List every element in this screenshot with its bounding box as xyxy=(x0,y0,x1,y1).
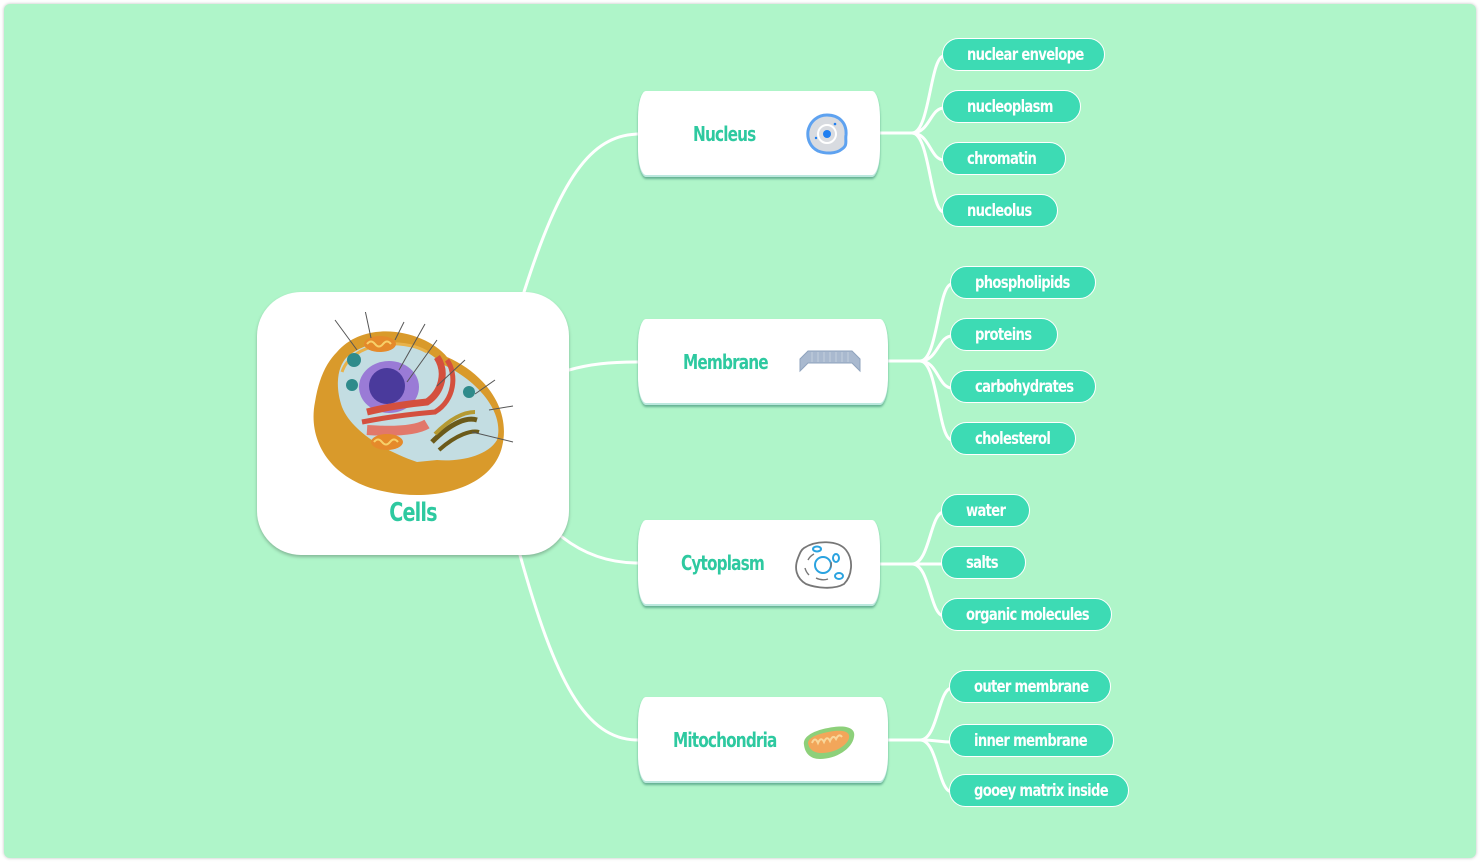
leaf-inner-membrane[interactable]: inner membrane xyxy=(949,724,1114,757)
leaf-label: carbohydrates xyxy=(975,377,1074,397)
leaf-salts[interactable]: salts xyxy=(941,546,1026,579)
leaf-nucleoplasm[interactable]: nucleoplasm xyxy=(942,90,1081,123)
leaf-phospholipids[interactable]: phospholipids xyxy=(950,266,1096,299)
leaf-proteins[interactable]: proteins xyxy=(950,318,1058,351)
leaf-organic-molecules[interactable]: organic molecules xyxy=(941,598,1112,631)
leaf-label: nucleolus xyxy=(967,201,1032,221)
animal-cell-illustration xyxy=(313,312,514,495)
leaf-label: water xyxy=(966,501,1006,521)
branch-label: Membrane xyxy=(683,350,769,374)
branch-node-cytoplasm[interactable]: Cytoplasm xyxy=(638,520,880,606)
leaf-chromatin[interactable]: chromatin xyxy=(942,142,1066,175)
branch-label: Mitochondria xyxy=(673,728,777,752)
leaf-label: phospholipids xyxy=(975,273,1070,293)
leaf-label: gooey matrix inside xyxy=(974,781,1109,801)
branch-node-mitochondria[interactable]: Mitochondria xyxy=(638,697,888,783)
branch-label: Nucleus xyxy=(693,122,756,146)
leaf-outer-membrane[interactable]: outer membrane xyxy=(949,670,1111,703)
root-node-cells[interactable]: Cells xyxy=(257,292,569,555)
root-title: Cells xyxy=(389,498,437,528)
leaf-water[interactable]: water xyxy=(941,494,1030,527)
branch-label: Cytoplasm xyxy=(681,551,765,575)
leaf-label: organic molecules xyxy=(966,605,1090,625)
leaf-cholesterol[interactable]: cholesterol xyxy=(950,422,1076,455)
leaf-label: nuclear envelope xyxy=(967,45,1084,65)
leaf-label: outer membrane xyxy=(974,677,1089,697)
leaf-label: proteins xyxy=(975,325,1032,345)
leaf-label: cholesterol xyxy=(975,429,1051,449)
leaf-label: inner membrane xyxy=(974,731,1088,751)
leaf-carbohydrates[interactable]: carbohydrates xyxy=(950,370,1096,403)
leaf-nucleolus[interactable]: nucleolus xyxy=(942,194,1058,227)
leaf-label: nucleoplasm xyxy=(967,97,1053,117)
leaf-gooey-matrix-inside[interactable]: gooey matrix inside xyxy=(949,774,1129,807)
branch-node-membrane[interactable]: Membrane xyxy=(638,319,888,405)
membrane-icon xyxy=(799,350,861,373)
branch-node-nucleus[interactable]: Nucleus xyxy=(638,91,880,177)
mitochondria-icon xyxy=(803,726,855,759)
leaf-label: chromatin xyxy=(967,149,1037,169)
leaf-nuclear-envelope[interactable]: nuclear envelope xyxy=(942,38,1105,71)
nucleus-icon xyxy=(806,113,848,155)
cytoplasm-icon xyxy=(795,541,852,589)
leaf-label: salts xyxy=(966,553,999,573)
